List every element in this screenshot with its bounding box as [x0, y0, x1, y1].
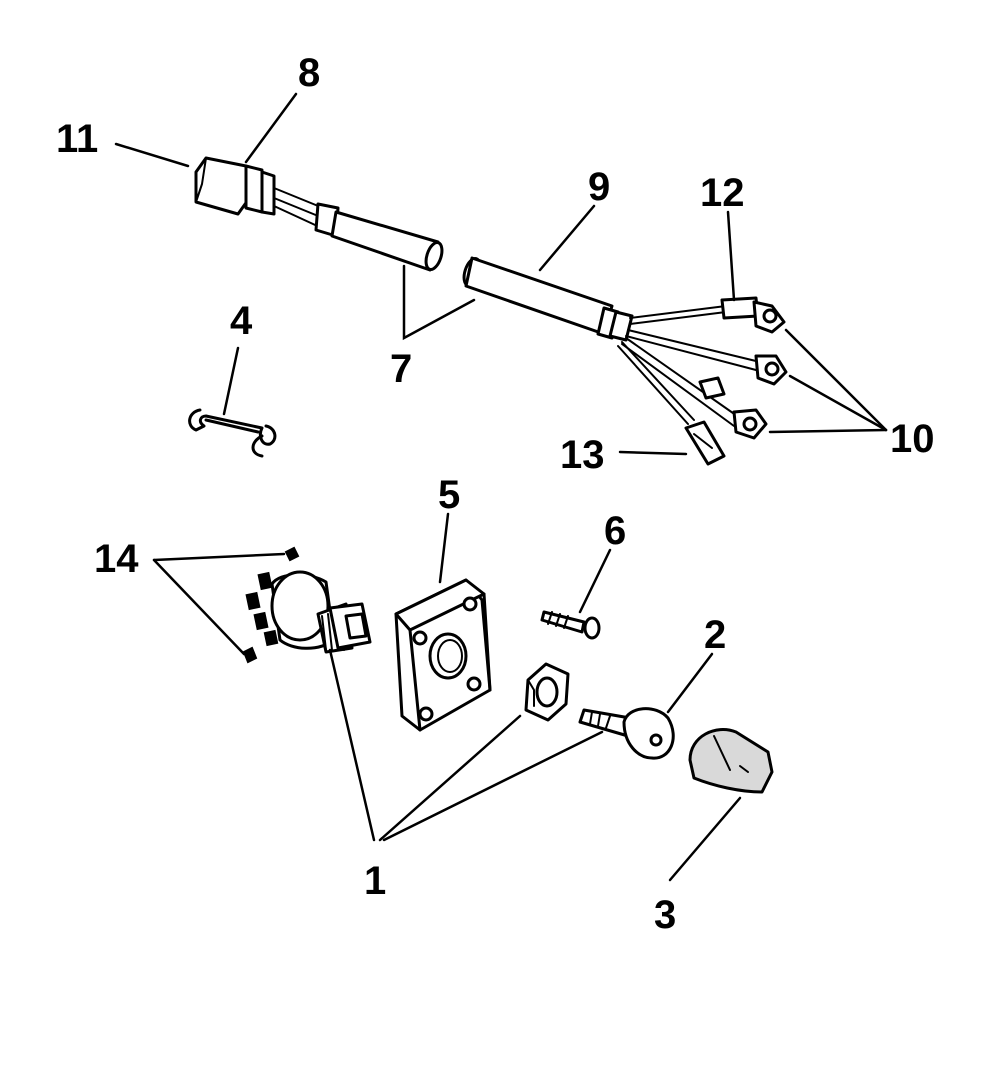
callout-8: 8: [298, 51, 320, 95]
ignition-key: [578, 707, 675, 760]
callout-13: 13: [560, 433, 605, 477]
leader-lines: [114, 92, 888, 882]
callout-4: 4: [230, 299, 253, 343]
key-cover: [688, 728, 774, 794]
ring-terminal-middle: [754, 354, 788, 386]
ring-terminal-lower: [732, 408, 768, 440]
retaining-clip: [188, 408, 277, 458]
callout-1: 1: [364, 859, 386, 903]
callout-labels: 1 2 3 4 5 6 7 8 9 10 11 12 13 14: [56, 51, 935, 937]
ring-terminal-upper: [752, 300, 786, 334]
bullet-terminal: [684, 420, 726, 466]
mounting-screw: [540, 610, 601, 640]
callout-9: 9: [588, 165, 610, 209]
mounting-plate: [394, 578, 492, 732]
screw-small-lower: [242, 646, 258, 664]
callout-2: 2: [704, 613, 726, 657]
screw-small-upper: [284, 546, 300, 562]
harness-cable-left-segment: [330, 210, 444, 272]
callout-10: 10: [890, 417, 935, 461]
callout-6: 6: [604, 509, 626, 553]
callout-11: 11: [56, 117, 98, 161]
switch-nut: [524, 662, 570, 722]
harness-connector-plug: [194, 156, 340, 238]
callout-14: 14: [94, 537, 139, 581]
callout-12: 12: [700, 171, 745, 215]
ignition-switch-body: [245, 570, 372, 654]
callout-3: 3: [654, 893, 676, 937]
callout-5: 5: [438, 473, 460, 517]
harness-wire-leads: [617, 296, 761, 427]
callout-7: 7: [390, 347, 412, 391]
harness-cable-right-segment: [462, 256, 634, 342]
